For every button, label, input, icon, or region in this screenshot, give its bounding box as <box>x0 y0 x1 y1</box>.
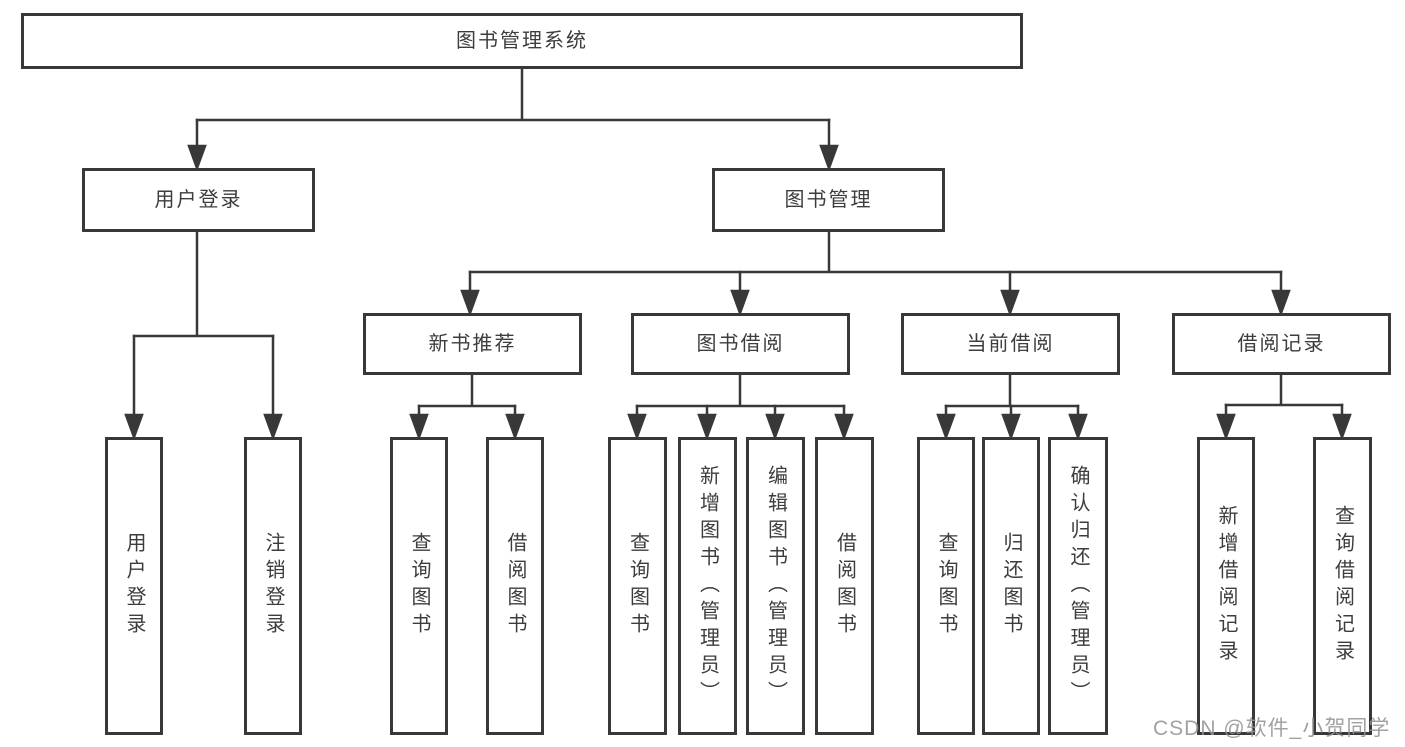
node-current-borrowing-label: 当前借阅 <box>966 333 1055 355</box>
leaf-query-books-borrow: 查询图书 <box>608 437 667 735</box>
leaf-user-login: 用户登录 <box>105 437 163 735</box>
leaf-borrow-books-label: 借阅图书 <box>833 532 856 640</box>
leaf-borrow-books-recommend-label: 借阅图书 <box>504 532 526 640</box>
leaf-user-login-label: 用户登录 <box>123 532 145 640</box>
leaf-query-borrow-record: 查询借阅记录 <box>1313 437 1372 735</box>
leaf-return-books: 归还图书 <box>982 437 1040 735</box>
leaf-query-books-recommend-label: 查询图书 <box>408 532 430 640</box>
node-library-system: 图书管理系统 <box>21 13 1023 69</box>
leaf-query-books-current: 查询图书 <box>917 437 975 735</box>
leaf-query-books-current-label: 查询图书 <box>935 532 957 640</box>
node-book-borrowing: 图书借阅 <box>631 313 850 375</box>
node-new-book-recommend-label: 新书推荐 <box>428 333 517 355</box>
leaf-borrow-books-recommend: 借阅图书 <box>486 437 544 735</box>
leaf-add-borrow-record-label: 新增借阅记录 <box>1215 505 1237 667</box>
csdn-watermark: CSDN @软件_小贺同学 <box>1153 717 1391 740</box>
node-book-management: 图书管理 <box>712 168 945 232</box>
leaf-query-borrow-record-label: 查询借阅记录 <box>1331 505 1354 667</box>
leaf-add-books-admin-label: 新增图书（管理员） <box>696 464 719 708</box>
node-new-book-recommend: 新书推荐 <box>363 313 582 375</box>
leaf-confirm-return-admin: 确认归还（管理员） <box>1048 437 1108 735</box>
node-book-management-label: 图书管理 <box>784 189 873 211</box>
leaf-query-books-borrow-label: 查询图书 <box>626 532 649 640</box>
leaf-edit-books-admin-label: 编辑图书（管理员） <box>764 464 787 708</box>
node-user-login-label: 用户登录 <box>154 189 243 211</box>
leaf-confirm-return-admin-label: 确认归还（管理员） <box>1067 464 1089 708</box>
leaf-query-books-recommend: 查询图书 <box>390 437 448 735</box>
node-library-system-label: 图书管理系统 <box>456 30 588 52</box>
leaf-logout-login-label: 注销登录 <box>262 532 284 640</box>
leaf-add-books-admin: 新增图书（管理员） <box>678 437 737 735</box>
leaf-logout-login: 注销登录 <box>244 437 302 735</box>
leaf-return-books-label: 归还图书 <box>1000 532 1022 640</box>
node-borrowing-records-label: 借阅记录 <box>1237 333 1326 355</box>
node-book-borrowing-label: 图书借阅 <box>696 333 785 355</box>
node-user-login: 用户登录 <box>82 168 315 232</box>
leaf-borrow-books: 借阅图书 <box>815 437 874 735</box>
leaf-add-borrow-record: 新增借阅记录 <box>1197 437 1255 735</box>
node-borrowing-records: 借阅记录 <box>1172 313 1391 375</box>
node-current-borrowing: 当前借阅 <box>901 313 1120 375</box>
leaf-edit-books-admin: 编辑图书（管理员） <box>746 437 805 735</box>
